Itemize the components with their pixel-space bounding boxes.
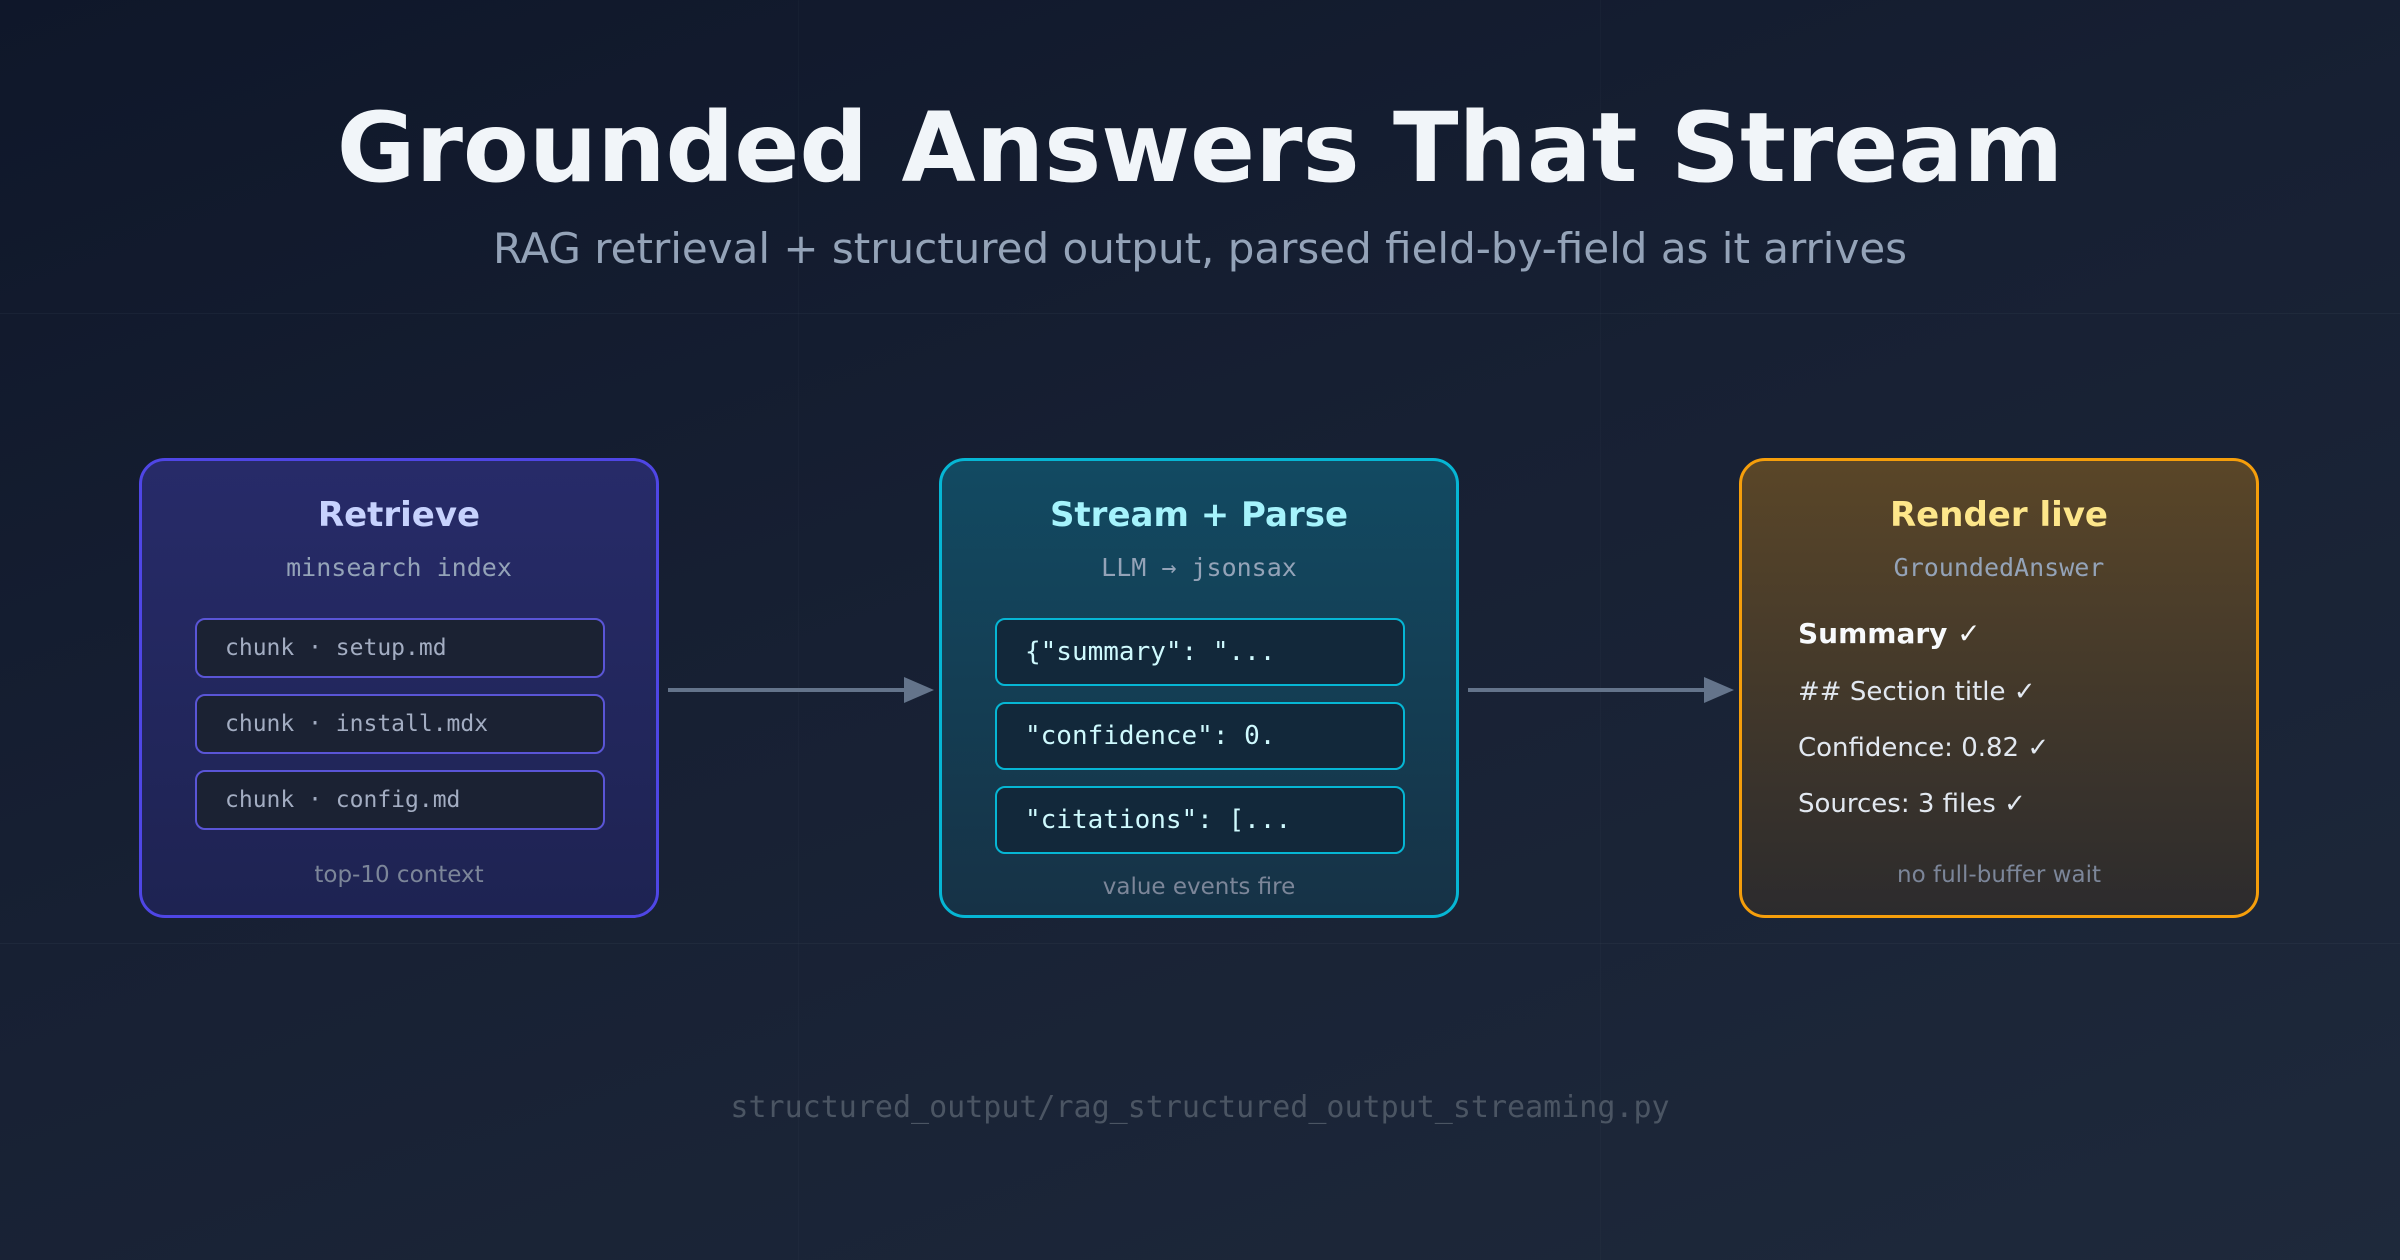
retrieve-stage-subtitle: minsearch index bbox=[286, 553, 512, 582]
render-stage-subtitle: GroundedAnswer bbox=[1893, 553, 2105, 582]
rendered-field-section: ## Section title ✓ bbox=[1798, 677, 2036, 707]
stream-stage-footer: value events fire bbox=[1102, 874, 1296, 900]
json-event-item: {"summary": "... bbox=[995, 618, 1405, 686]
arrow-retrieve-to-stream bbox=[668, 677, 934, 703]
chunk-item: chunk · config.md bbox=[195, 770, 605, 830]
json-event-item: "confidence": 0. bbox=[995, 702, 1405, 770]
render-live-stage: Render live GroundedAnswer Summary ✓ ## … bbox=[1739, 458, 2259, 918]
grid-line-bottom bbox=[0, 943, 2400, 944]
rendered-field-confidence: Confidence: 0.82 ✓ bbox=[1798, 733, 2050, 763]
render-stage-footer: no full-buffer wait bbox=[1897, 862, 2101, 888]
retrieve-stage-footer: top-10 context bbox=[314, 862, 484, 888]
rendered-field-sources: Sources: 3 files ✓ bbox=[1798, 789, 2026, 819]
stream-stage-title: Stream + Parse bbox=[1049, 495, 1349, 535]
rendered-field-summary: Summary ✓ bbox=[1798, 617, 1981, 650]
stream-stage-subtitle: LLM → jsonsax bbox=[1101, 553, 1297, 582]
retrieve-stage: Retrieve minsearch index chunk · setup.m… bbox=[139, 458, 659, 918]
arrow-stream-to-render bbox=[1468, 677, 1734, 703]
retrieve-stage-title: Retrieve bbox=[317, 495, 481, 535]
arrow-head bbox=[1704, 677, 1734, 703]
arrow-head bbox=[904, 677, 934, 703]
page-subtitle: RAG retrieval + structured output, parse… bbox=[492, 224, 1908, 273]
stream-parse-stage: Stream + Parse LLM → jsonsax {"summary":… bbox=[939, 458, 1459, 918]
header: Grounded Answers That Stream RAG retriev… bbox=[0, 90, 2400, 274]
chunk-item: chunk · install.mdx bbox=[195, 694, 605, 754]
json-event-item: "citations": [... bbox=[995, 786, 1405, 854]
chunk-item: chunk · setup.md bbox=[195, 618, 605, 678]
render-stage-title: Render live bbox=[1890, 495, 2108, 535]
grid-line-top bbox=[0, 313, 2400, 314]
source-file-path: structured_output/rag_structured_output_… bbox=[730, 1090, 1670, 1125]
page-title: Grounded Answers That Stream bbox=[336, 92, 2064, 204]
